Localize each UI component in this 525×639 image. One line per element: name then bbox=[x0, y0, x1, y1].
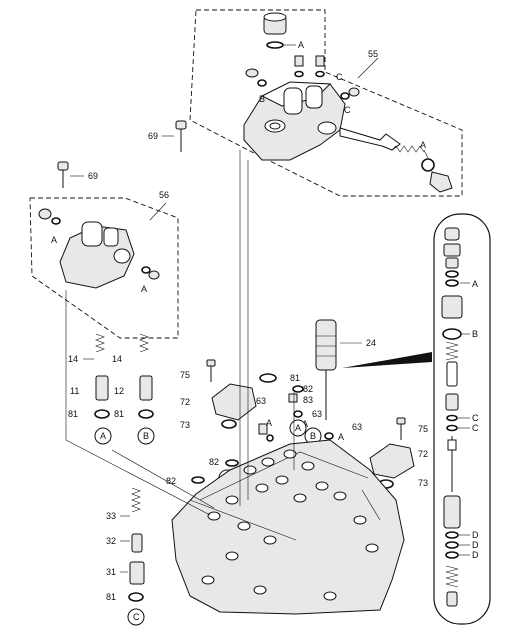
callout-63: 63 bbox=[256, 396, 266, 406]
callout-14: 14 bbox=[112, 354, 122, 364]
callout-69: 69 bbox=[148, 131, 158, 141]
callout-69: 69 bbox=[88, 171, 98, 181]
ref-c: C bbox=[336, 72, 343, 82]
callout-75: 75 bbox=[180, 370, 190, 380]
callout-55: 55 bbox=[368, 49, 378, 59]
ref-a: A bbox=[472, 279, 478, 289]
callout-12: 12 bbox=[114, 386, 124, 396]
callout-14: 14 bbox=[68, 354, 78, 364]
circle-ref-b: B bbox=[143, 431, 149, 441]
callout-81: 81 bbox=[68, 409, 78, 419]
callout-31: 31 bbox=[106, 567, 116, 577]
circle-ref-a: A bbox=[100, 431, 106, 441]
ref-b: B bbox=[472, 329, 478, 339]
callout-82: 82 bbox=[166, 476, 176, 486]
callout-32: 32 bbox=[106, 536, 116, 546]
ref-a: A bbox=[420, 140, 426, 150]
group-56-box: 56 bbox=[29, 190, 179, 339]
left-parts: 14 14 11 12 81 81 A B bbox=[68, 333, 155, 445]
callout-83: 83 bbox=[303, 395, 313, 405]
ref-c: C bbox=[472, 423, 479, 433]
ref-a: A bbox=[298, 40, 304, 50]
callout-63: 63 bbox=[352, 422, 362, 432]
callout-81: 81 bbox=[114, 409, 124, 419]
callout-73: 73 bbox=[180, 420, 190, 430]
callout-81: 81 bbox=[106, 592, 116, 602]
callout-82: 82 bbox=[303, 384, 313, 394]
callout-75: 75 bbox=[418, 424, 428, 434]
callout-11: 11 bbox=[70, 386, 79, 396]
ref-b: B bbox=[259, 94, 265, 104]
ref-a: A bbox=[338, 432, 344, 442]
callout-24: 24 bbox=[366, 338, 376, 348]
ref-a: A bbox=[266, 418, 272, 428]
group-55-box: 55 bbox=[189, 9, 463, 197]
ref-d: D bbox=[472, 540, 479, 550]
circle-ref-a: A bbox=[295, 423, 301, 433]
main-valve-block bbox=[171, 439, 405, 615]
callout-82: 82 bbox=[209, 457, 219, 467]
callout-72: 72 bbox=[180, 397, 190, 407]
assembly-leaders bbox=[65, 150, 381, 541]
callout-72: 72 bbox=[418, 449, 428, 459]
detail-inset: A B C C D D D bbox=[433, 213, 491, 625]
ref-a: A bbox=[141, 284, 147, 294]
valve-cover-56: 69 A A bbox=[38, 161, 160, 294]
ref-d: D bbox=[472, 530, 479, 540]
ref-a: A bbox=[51, 235, 57, 245]
callout-63: 63 bbox=[312, 409, 322, 419]
ref-c: C bbox=[344, 105, 351, 115]
bottom-left-parts: 33 32 31 81 C bbox=[106, 487, 145, 626]
valve-cover-55: A B C C A 69 bbox=[148, 12, 453, 193]
callout-73: 73 bbox=[418, 478, 428, 488]
callout-33: 33 bbox=[106, 511, 116, 521]
callout-81: 81 bbox=[290, 373, 300, 383]
ref-c: C bbox=[472, 413, 479, 423]
circle-ref-b: B bbox=[310, 431, 316, 441]
circle-ref-c: C bbox=[133, 612, 140, 622]
ref-d: D bbox=[472, 550, 479, 560]
spool-24: 24 bbox=[315, 319, 432, 420]
callout-56: 56 bbox=[159, 190, 169, 200]
